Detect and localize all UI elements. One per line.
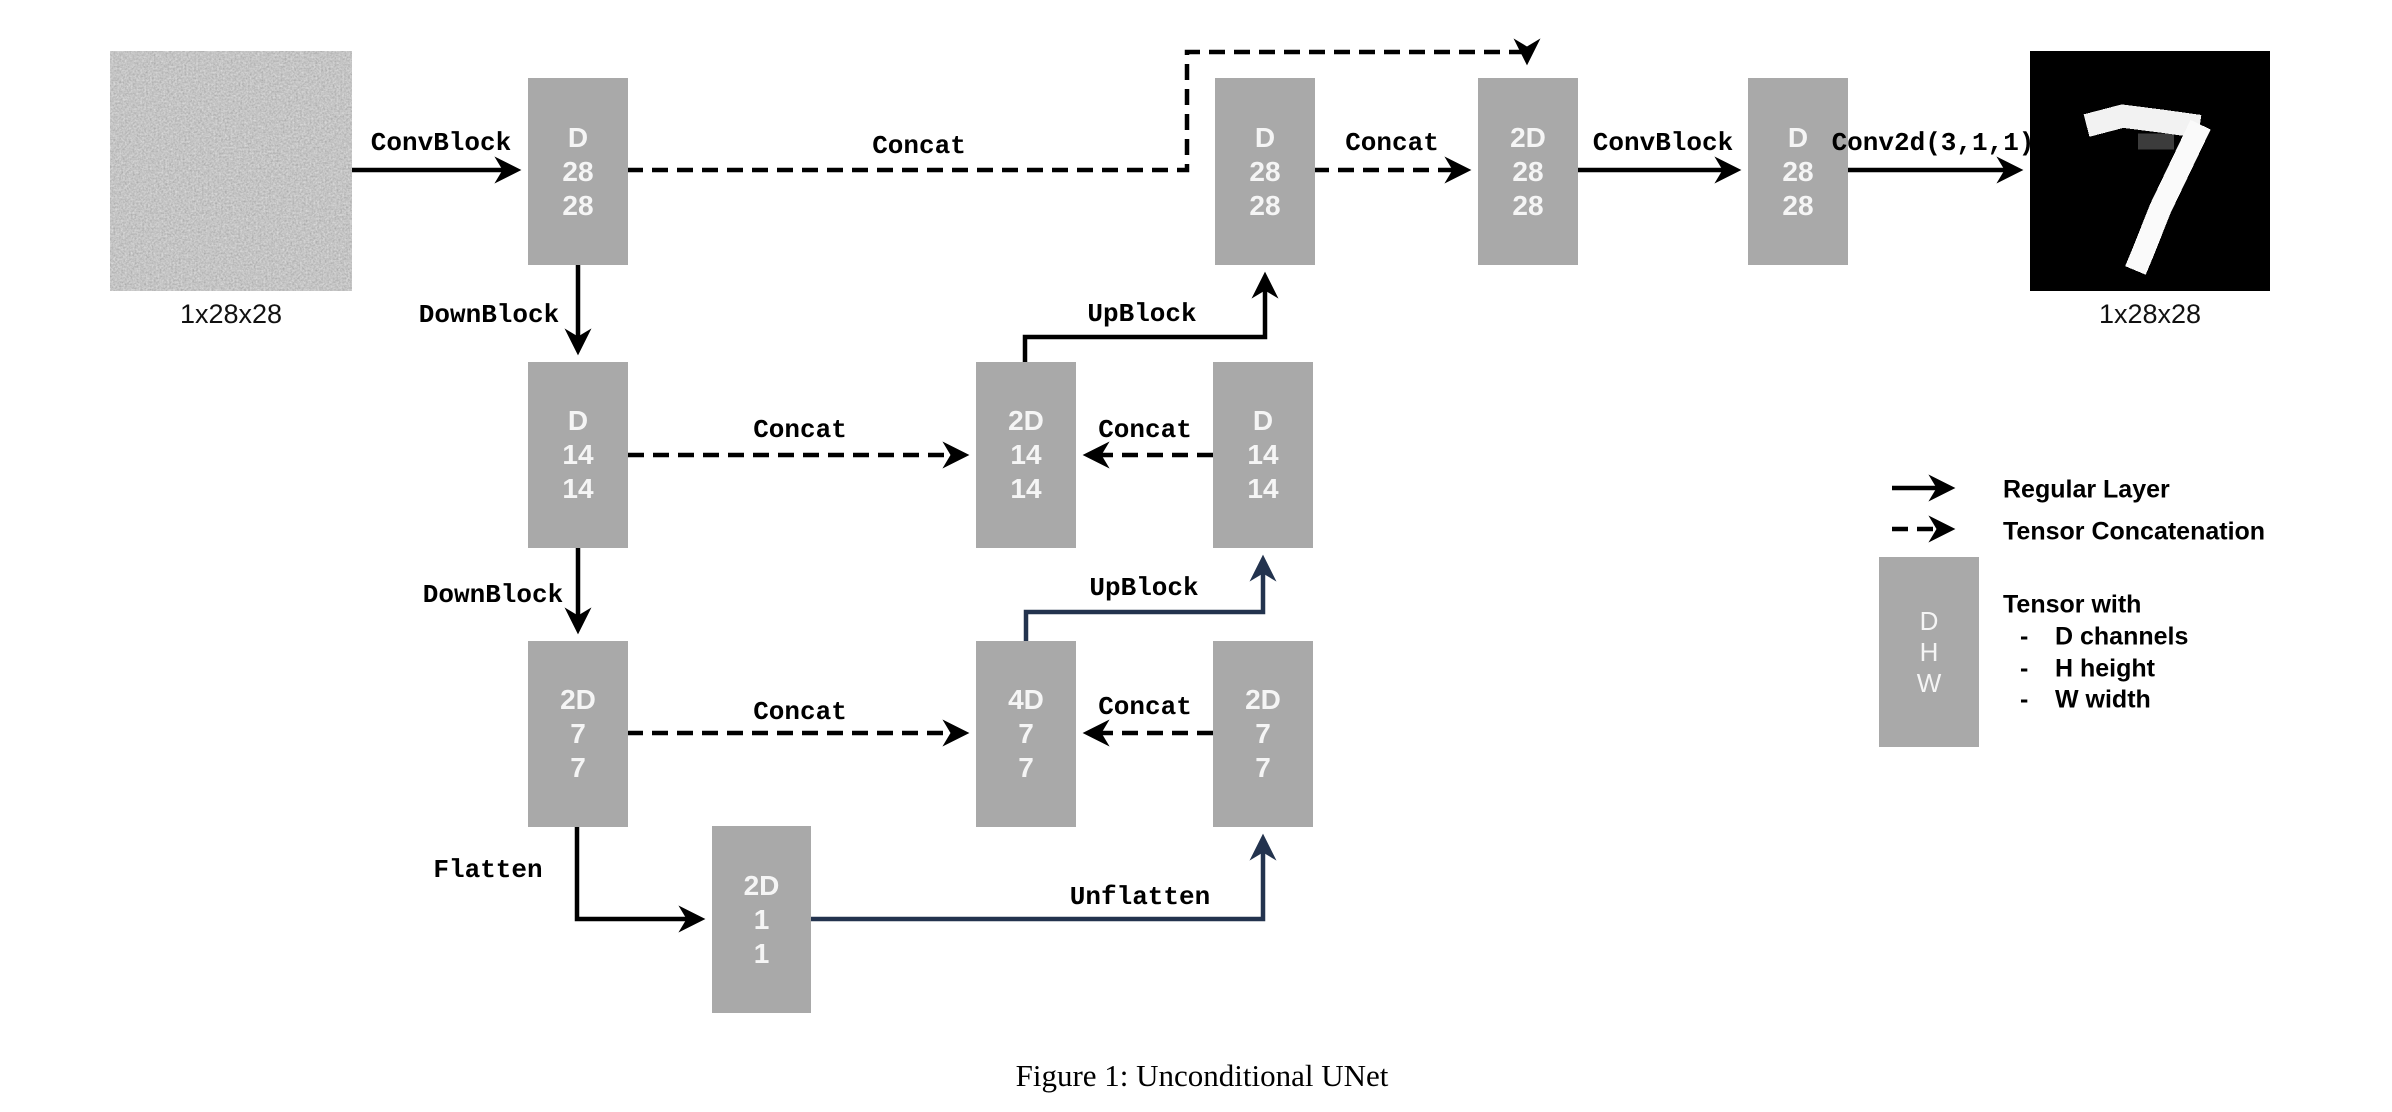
edge-label-upblock-2: UpBlock: [1089, 573, 1199, 603]
edge-label-concat-skip-28: Concat: [872, 131, 966, 161]
figure-caption: Figure 1: Unconditional UNet: [1015, 1058, 1389, 1093]
legend-bullet-d-channels: D channels: [2055, 622, 2189, 651]
edge-label-upblock-1: UpBlock: [1087, 299, 1197, 329]
tensor-dims: 28: [1249, 189, 1281, 221]
arrow-upblock-2: [1023, 554, 1277, 641]
edge-label-concat-skip-7: Concat: [753, 697, 847, 727]
box-cat-2d-28-28: 2D 28 28: [1478, 78, 1578, 265]
tensor-dims: 2D: [1245, 684, 1281, 715]
tensor-dims: 1: [753, 903, 770, 935]
tensor-dims: 28: [1249, 155, 1281, 187]
tensor-dims: D: [1252, 405, 1274, 436]
tensor-dims: 7: [570, 718, 586, 749]
box-cat-4d-7-7: 4D 7 7: [976, 641, 1076, 827]
digit-seven-glyph: [2030, 51, 2270, 291]
edge-label-concat-mid-28: Concat: [1345, 128, 1439, 158]
input-noise-image: [110, 51, 352, 291]
tensor-dims: D: [1254, 121, 1276, 153]
box-bottleneck-2d-1-1: 2D 1 1: [712, 826, 811, 1013]
tensor-dims: 28: [562, 189, 594, 221]
arrow-upblock-1: [1022, 271, 1279, 362]
edge-label-flatten: Flatten: [433, 855, 543, 885]
edge-label-unflatten: Unflatten: [1069, 882, 1211, 912]
tensor-dims: 7: [1018, 718, 1034, 749]
box-enc-d-28-28: D 28 28: [528, 78, 628, 265]
tensor-dims: 2D: [1008, 405, 1044, 436]
box-up-d-14-14: D 14 14: [1213, 362, 1313, 548]
tensor-dims: 7: [1255, 752, 1271, 783]
tensor-dims: 14: [1247, 439, 1279, 470]
legend-tensor-box: D H W: [1879, 557, 1979, 747]
box-dec-d-28-28: D 28 28: [1215, 78, 1315, 265]
output-image-label: 1x28x28: [2098, 299, 2202, 329]
output-digit-image: [2030, 51, 2270, 291]
legend-bullet-dash: -: [2020, 622, 2029, 651]
arrow-unflatten: [810, 833, 1277, 922]
tensor-dims: 28: [1782, 189, 1814, 221]
box-up-2d-7-7: 2D 7 7: [1213, 641, 1313, 827]
tensor-dims: D: [1787, 121, 1809, 153]
tensor-dims: 14: [562, 473, 594, 504]
tensor-dims: 7: [1255, 718, 1271, 749]
box-cat-2d-14-14: 2D 14 14: [976, 362, 1076, 548]
noise-texture: [110, 51, 352, 291]
edge-label-conv2d: Conv2d(3,1,1): [1831, 128, 2035, 158]
tensor-dims: 28: [1512, 189, 1544, 221]
arrow-flatten: [574, 827, 706, 933]
tensor-dims: 4D: [1008, 684, 1044, 715]
edge-label-downblock-1: DownBlock: [418, 300, 560, 330]
tensor-dims: D: [567, 121, 589, 153]
legend-concat-label: Tensor Concatenation: [2003, 517, 2266, 546]
dash-concat-skip-28: [627, 49, 1527, 173]
tensor-dims: 14: [1247, 473, 1279, 504]
edge-label-convblock-1: ConvBlock: [370, 128, 512, 158]
legend-box-h: H: [1919, 636, 1939, 667]
tensor-dims: 14: [562, 439, 594, 470]
legend-tensor-title: Tensor with: [2003, 590, 2142, 619]
edge-label-convblock-2: ConvBlock: [1592, 128, 1734, 158]
legend-bullet-h-height: H height: [2055, 654, 2155, 683]
box-enc-d-14-14: D 14 14: [528, 362, 628, 548]
tensor-dims: 7: [570, 752, 586, 783]
legend-bullet-dash: -: [2020, 685, 2029, 714]
edge-label-downblock-2: DownBlock: [422, 580, 564, 610]
tensor-dims: 28: [1512, 155, 1544, 187]
tensor-dims: 14: [1010, 473, 1042, 504]
box-enc-2d-7-7: 2D 7 7: [528, 641, 628, 827]
tensor-dims: 14: [1010, 439, 1042, 470]
tensor-dims: D: [567, 405, 589, 436]
legend-regular-label: Regular Layer: [2003, 475, 2170, 504]
tensor-dims: 2D: [743, 869, 780, 901]
legend-bullet-w-width: W width: [2055, 685, 2151, 714]
tensor-dims: 7: [1018, 752, 1034, 783]
tensor-dims: 2D: [1510, 121, 1546, 153]
tensor-dims: 28: [562, 155, 594, 187]
legend-box-d: D: [1919, 605, 1939, 636]
legend-bullet-dash: -: [2020, 654, 2029, 683]
edge-label-concat-skip-14: Concat: [753, 415, 847, 445]
edge-label-concat-mid-14: Concat: [1098, 415, 1192, 445]
legend-box-w: W: [1916, 667, 1942, 698]
tensor-dims: 28: [1782, 155, 1814, 187]
edge-label-concat-mid-7: Concat: [1098, 692, 1192, 722]
input-image-label: 1x28x28: [179, 299, 283, 329]
tensor-dims: 2D: [560, 684, 596, 715]
box-out-d-28-28: D 28 28: [1748, 78, 1848, 265]
tensor-dims: 1: [753, 937, 770, 969]
